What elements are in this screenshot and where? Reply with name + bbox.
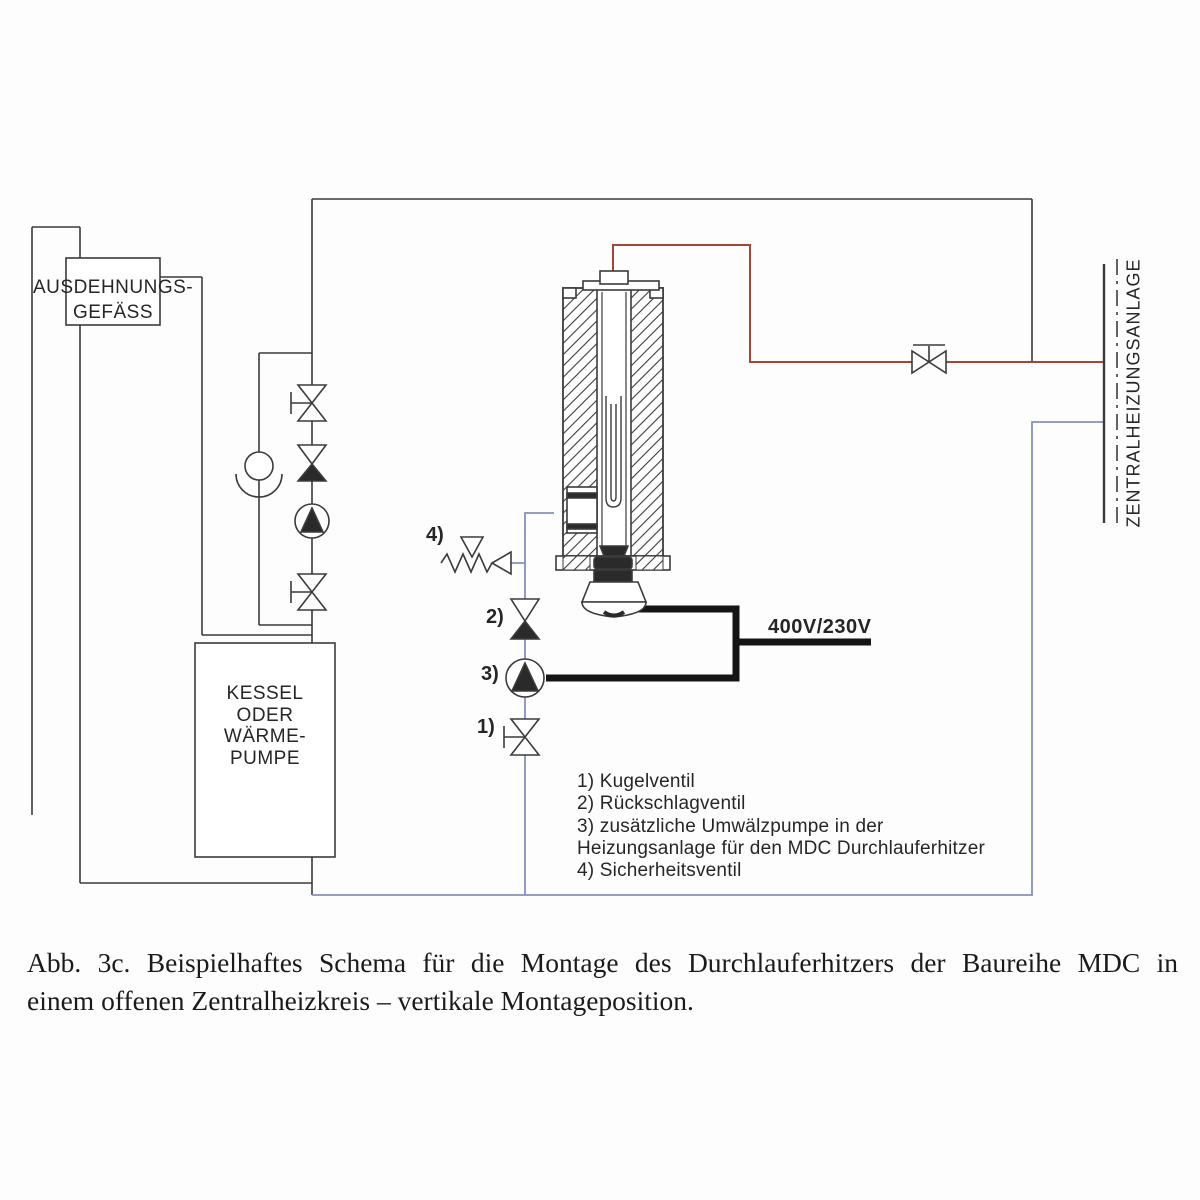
boiler-circuit-pipes bbox=[311, 198, 1033, 895]
expansion-vessel-box bbox=[65, 257, 161, 326]
bypass-loop bbox=[258, 352, 312, 626]
return-pipe-cold bbox=[312, 421, 1104, 896]
figure-caption: Abb. 3c. Beispielhaftes Schema für die M… bbox=[27, 944, 1178, 1020]
central-heating-interface bbox=[1102, 259, 1118, 526]
voltage-label: 400V/230V bbox=[768, 616, 872, 638]
shutoff-valve-supply bbox=[911, 344, 947, 375]
caption-line-2: einem offenen Zentralheizkreis – vertika… bbox=[27, 985, 694, 1016]
legend-line-5: 4) Sicherheitsventil bbox=[577, 860, 742, 882]
expansion-vessel-label: AUSDEHNUNGS- GEFÄSS bbox=[33, 277, 194, 323]
heater-inlet-port bbox=[566, 486, 598, 534]
callout-4: 4) bbox=[426, 524, 444, 546]
legend-line-3: 3) zusätzliche Umwälzpumpe in der bbox=[577, 815, 884, 837]
legend-line-2: 2) Rückschlagventil bbox=[577, 793, 746, 815]
callout-1: 1) bbox=[477, 716, 495, 738]
ball-valve-boiler-top bbox=[290, 384, 328, 422]
ball-valve-1 bbox=[503, 718, 541, 756]
central-heating-label: ZENTRALHEIZUNGSANLAGE bbox=[1123, 258, 1144, 528]
heater-top-fitting bbox=[582, 270, 660, 291]
heater-element bbox=[605, 396, 622, 508]
open-expansion-pipe bbox=[31, 226, 80, 815]
legend-line-1: 1) Kugelventil bbox=[577, 771, 695, 792]
pump-3 bbox=[505, 658, 545, 698]
boiler-label: KESSEL ODER WÄRME- PUMPE bbox=[223, 683, 307, 769]
callout-3: 3) bbox=[481, 663, 499, 685]
supply-pipe-hot bbox=[612, 244, 1104, 363]
expansion-vessel-pipes bbox=[79, 227, 312, 884]
legend: 1) Kugelventil 2) Rückschlagventil 3) zu… bbox=[577, 771, 985, 882]
legend-line-4: Heizungsanlage für den MDC Durchlauferhi… bbox=[577, 837, 985, 859]
safety-valve bbox=[440, 536, 512, 576]
boiler-box bbox=[194, 642, 336, 858]
heater-terminal-cap bbox=[580, 569, 648, 618]
gauge-symbol bbox=[235, 451, 283, 498]
heater-unit bbox=[555, 270, 671, 618]
pump-boiler bbox=[294, 503, 330, 539]
check-valve-2 bbox=[509, 598, 541, 640]
caption-line-1: Abb. 3c. Beispielhaftes Schema für die M… bbox=[27, 947, 1178, 978]
callout-2: 2) bbox=[486, 606, 504, 628]
ball-valve-boiler-bottom bbox=[290, 573, 328, 611]
power-cable bbox=[546, 605, 871, 682]
heater-bottom-flange bbox=[555, 545, 671, 571]
check-valve-boiler bbox=[296, 444, 328, 482]
